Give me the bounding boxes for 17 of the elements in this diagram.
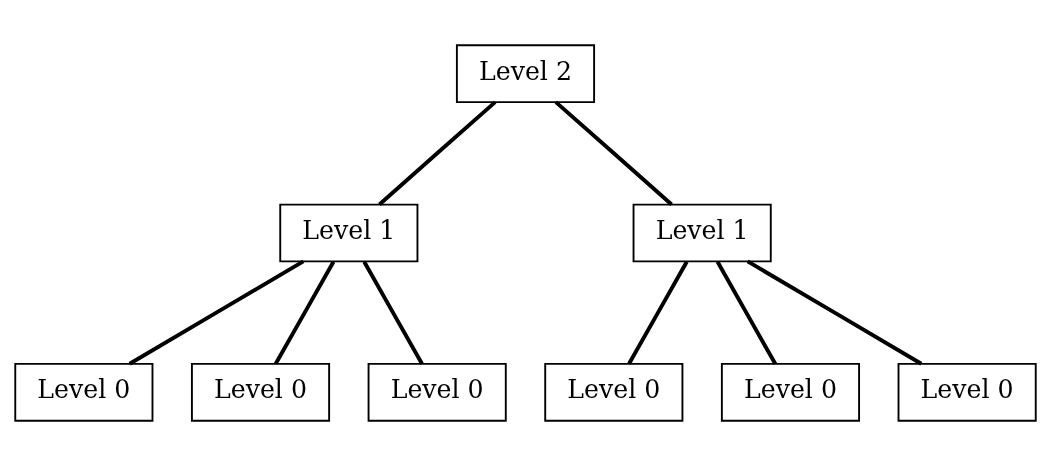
node-box: Level 1 — [279, 203, 419, 263]
node-box: Level 0 — [544, 362, 684, 422]
node-box: Level 1 — [632, 203, 772, 263]
connector — [715, 260, 777, 365]
node-box: Level 0 — [190, 362, 331, 422]
connector — [274, 260, 336, 365]
connector — [362, 260, 424, 365]
node-box: Level 2 — [455, 44, 596, 104]
connector — [746, 259, 923, 366]
connector — [627, 260, 689, 365]
node-box: Level 0 — [720, 362, 861, 422]
connector — [378, 100, 497, 206]
node-box: Level 0 — [367, 362, 507, 422]
node-box: Level 0 — [14, 362, 154, 422]
connector — [128, 259, 305, 366]
node-box: Level 0 — [897, 362, 1037, 422]
connector — [554, 100, 673, 206]
